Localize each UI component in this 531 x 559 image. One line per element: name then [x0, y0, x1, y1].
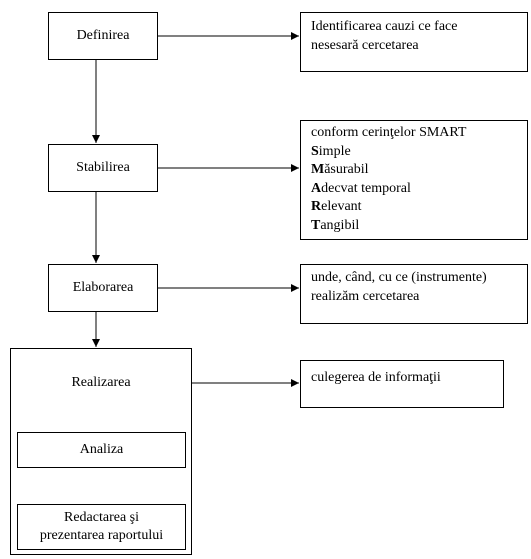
step-stabilire: Stabilirea — [48, 144, 158, 192]
smart-item-s: Simple — [311, 143, 351, 159]
note-elaborare-line1: unde, când, cu ce (instrumente) — [311, 270, 487, 285]
step-elaborare: Elaborarea — [48, 264, 158, 312]
smart-item-m: Măsurabil — [311, 162, 369, 177]
note-smart: conform cerinţelor SMART Simple Măsurabi… — [300, 120, 528, 240]
step-elaborare-label: Elaborarea — [72, 280, 134, 295]
step-redactare-line2: prezentarea raportului — [39, 528, 164, 543]
note-smart-intro: conform cerinţelor SMART — [311, 125, 467, 140]
smart-item-a: Adecvat temporal — [311, 180, 411, 196]
step-definire-label: Definirea — [76, 28, 130, 43]
step-analiza-label: Analiza — [79, 442, 124, 457]
note-realizare: culegerea de informaţii — [300, 360, 504, 408]
step-stabilire-label: Stabilirea — [76, 160, 130, 175]
smart-item-t: Tangibil — [311, 217, 360, 233]
note-definire: Identificarea cauzi ce face nesesară cer… — [300, 12, 528, 72]
step-definire: Definirea — [48, 12, 158, 60]
note-elaborare: unde, când, cu ce (instrumente) realizăm… — [300, 264, 528, 324]
step-redactare: Redactarea şi prezentarea raportului — [17, 504, 186, 550]
note-elaborare-line2: realizăm cercetarea — [311, 288, 420, 304]
note-definire-line2: nesesară cercetarea — [311, 37, 419, 53]
step-redactare-line1: Redactarea şi — [63, 510, 139, 525]
step-analiza: Analiza — [17, 432, 186, 468]
step-realizare-label: Realizarea — [71, 375, 131, 390]
note-realizare-line1: culegerea de informaţii — [311, 370, 441, 385]
smart-item-r: Relevant — [311, 199, 362, 214]
note-definire-line1: Identificarea cauzi ce face — [311, 19, 458, 34]
